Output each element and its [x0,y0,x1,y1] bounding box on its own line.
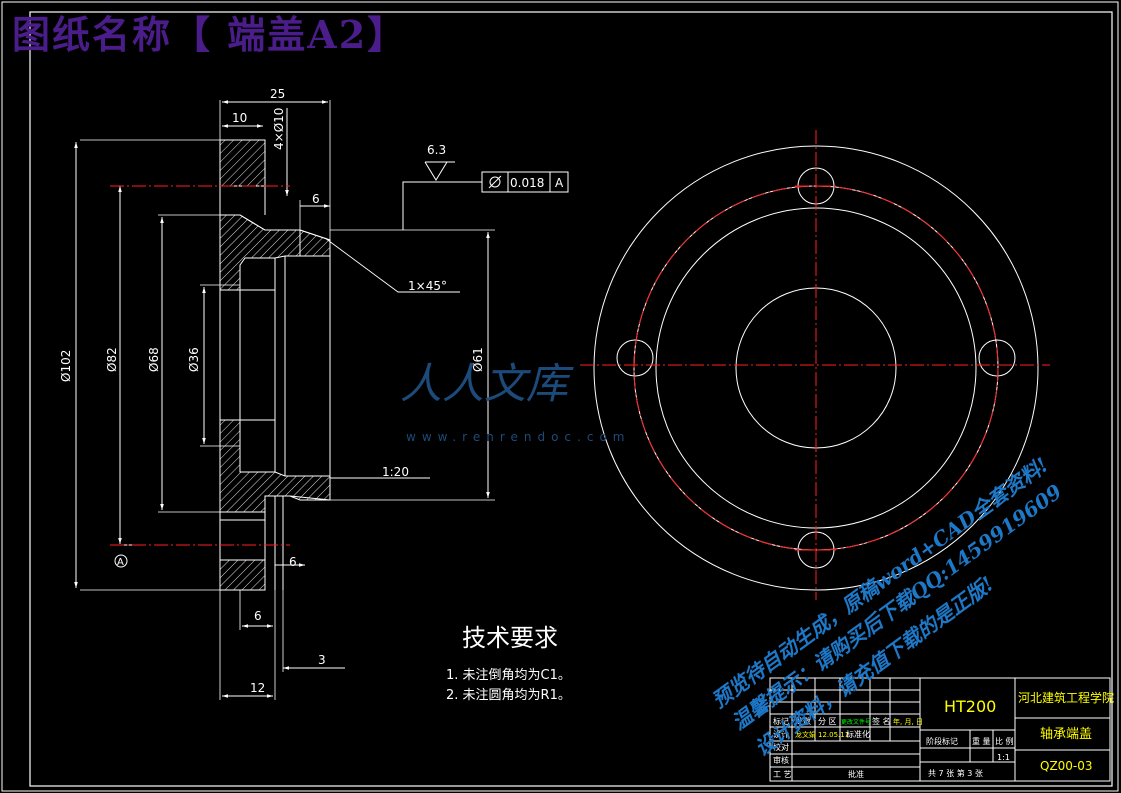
dim-6-bot: 6 [254,609,262,623]
drawing-title: 图纸名称【 端盖A2】 [12,12,408,57]
watermark-logo: 人人文库 [400,359,569,408]
dim-12: 12 [250,681,265,695]
design-date: 12.05.11 [818,731,849,739]
lbl-count: 处数 [795,716,811,726]
watermark-url: www.renrendoc.com [406,430,631,444]
tolerance-value: 0.018 [510,176,544,190]
material: HT200 [944,697,996,716]
lbl-docno: 更改文件号 [841,718,871,726]
dim-4x10: 4×Ø10 [272,108,286,150]
chamfer-note: 1×45° [408,279,447,293]
scale: 1:1 [997,753,1010,762]
lbl-date: 年, 月, 日 [893,717,923,726]
sheets: 共 7 张 第 3 张 [928,768,983,778]
tech-requirement-1: 1. 未注倒角均为C1。 [446,668,571,683]
datum-a-label: A [117,557,124,568]
taper-note: 1:20 [382,465,409,479]
lbl-ratio: 比 例 [995,736,1014,746]
section-view [74,100,569,700]
dim-d68: Ø68 [147,347,161,372]
front-centerlines [580,130,1050,600]
lbl-mark: 标记 [773,716,789,726]
dim-3: 3 [318,653,326,667]
dim-d82: Ø82 [105,347,119,372]
lbl-review: 审核 [773,755,789,765]
lbl-std: 标准化 [846,729,870,739]
lbl-craft: 工 艺 [773,770,792,779]
title-block-text: HT200 河北建筑工程学院 轴承端盖 QZ00-03 1:1 共 7 张 第 … [773,690,1114,779]
lbl-weight: 重 量 [972,736,991,746]
designer: 龙文娟 [795,730,816,739]
hatch-flange-bottom [219,559,266,591]
dim-d36: Ø36 [187,347,201,372]
part-name: 轴承端盖 [1040,727,1092,742]
dim-25: 25 [270,87,285,101]
school-name: 河北建筑工程学院 [1018,690,1114,705]
inner-border [29,11,1113,787]
lbl-zone: 分 区 [818,717,837,726]
tech-requirements-title: 技术要求 [462,624,558,652]
dim-d61: Ø61 [471,347,485,372]
dimension-text: 25 10 4×Ø10 6 6.3 0.018 A 1×45° Ø102 Ø82… [59,87,564,695]
lbl-approve: 批准 [848,769,864,779]
lbl-design: 设计 [773,729,789,739]
dim-10: 10 [232,111,247,125]
tolerance-datum: A [555,176,564,190]
surface-roughness: 6.3 [427,143,446,157]
lbl-sign: 签 名 [872,716,891,726]
section-centerlines [110,185,290,546]
lbl-stage: 阶段标记 [926,736,958,746]
lbl-draw: 校对 [773,742,789,752]
dim-d102: Ø102 [59,350,73,382]
dim-6-mid: 6 [289,555,297,569]
hatch-flange-top [219,139,266,187]
drawing-code: QZ00-03 [1040,759,1093,773]
title-block [769,677,1111,782]
tech-requirement-2: 2. 未注圆角均为R1。 [446,688,571,703]
dim-6-top: 6 [312,192,320,206]
